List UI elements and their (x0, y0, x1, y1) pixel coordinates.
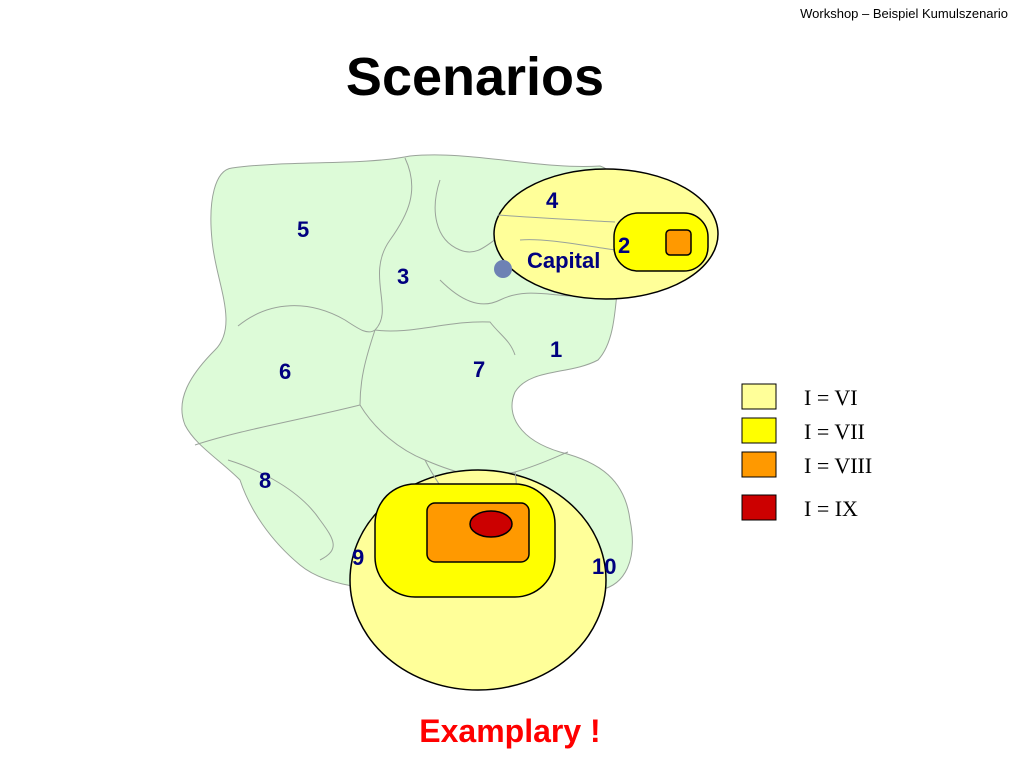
page-title: Scenarios (345, 47, 605, 107)
legend: I = VI I = VII I = VIII I = IX (741, 383, 872, 521)
capital-marker (494, 260, 512, 278)
capital-label: Capital (527, 248, 600, 273)
legend-label-vi: I = VI (804, 385, 858, 410)
region-label-9: 9 (352, 545, 364, 570)
northeast-zone-borders (497, 214, 616, 251)
legend-swatch-vi (741, 383, 777, 410)
footer-note: Examplary ! (419, 713, 601, 749)
region-label-4: 4 (546, 188, 559, 213)
legend-label-vii: I = VII (804, 419, 865, 444)
legend-swatch-viii (741, 451, 777, 478)
region-label-5: 5 (297, 217, 309, 242)
region-label-1: 1 (550, 337, 562, 362)
northeast-zone-viii (665, 229, 692, 256)
region-label-10: 10 (592, 554, 616, 579)
region-label-2: 2 (618, 233, 630, 258)
legend-swatch-vii (741, 417, 777, 444)
region-label-6: 6 (279, 359, 291, 384)
header-note: Workshop – Beispiel Kumulszenario (800, 6, 1008, 21)
region-labels: 1 2 3 4 5 6 7 8 9 10 (259, 188, 630, 579)
south-zone-ix (469, 510, 513, 538)
legend-label-viii: I = VIII (804, 453, 872, 478)
region-label-7: 7 (473, 357, 485, 382)
legend-swatch-ix (741, 494, 777, 521)
region-label-3: 3 (397, 264, 409, 289)
northeast-zone-vii (613, 212, 709, 272)
region-label-8: 8 (259, 468, 271, 493)
legend-label-ix: I = IX (804, 496, 858, 521)
